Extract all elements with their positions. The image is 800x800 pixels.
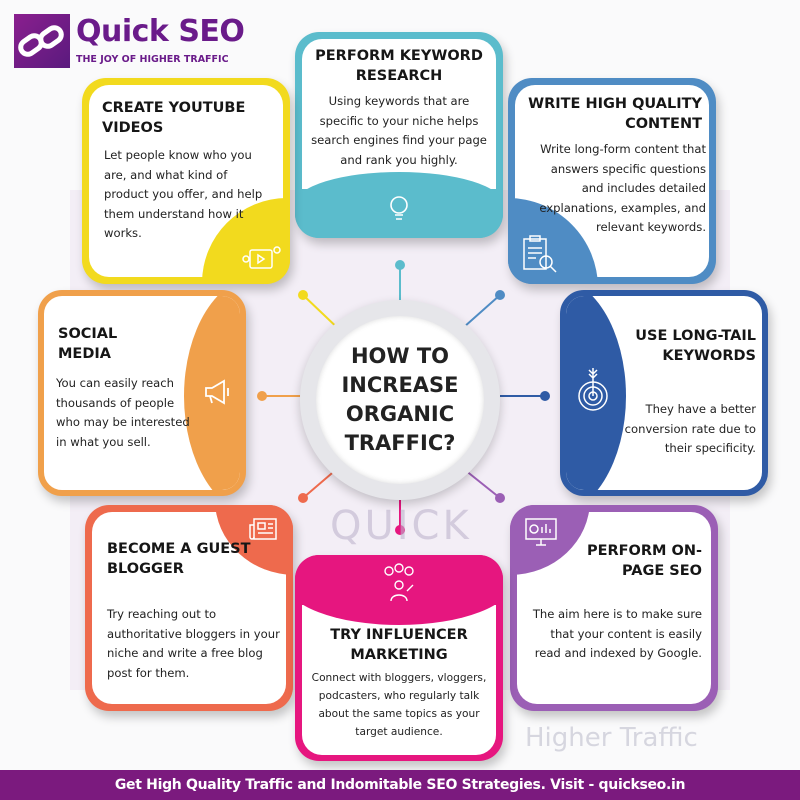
watermark-tagline: Higher Traffic	[525, 723, 698, 753]
lightbulb-icon	[390, 196, 408, 220]
card-body: Let people know who you are, and what ki…	[104, 148, 263, 240]
card-body: Connect with bloggers, vloggers, podcast…	[311, 672, 487, 738]
card-title: SOCIAL MEDIA	[58, 326, 118, 362]
card-title: USE LONG-TAIL KEYWORDS	[635, 328, 756, 364]
card-title: TRY INFLUENCER MARKETING	[330, 627, 468, 663]
logo-mark	[14, 14, 70, 68]
target-arrow-icon	[578, 368, 608, 411]
center-circle: HOW TO INCREASE ORGANIC TRAFFIC?	[300, 300, 500, 500]
brand-tagline: THE JOY OF HIGHER TRAFFIC	[76, 54, 229, 65]
center-title: HOW TO INCREASE ORGANIC TRAFFIC?	[341, 344, 459, 455]
card-keyword-research: PERFORM KEYWORD RESEARCH Using keywords …	[295, 32, 503, 238]
newspaper-icon	[249, 518, 277, 540]
card-youtube-videos: CREATE YOUTUBE VIDEOS Let people know wh…	[82, 78, 290, 284]
card-long-tail-keywords: USE LONG-TAIL KEYWORDS They have a bette…	[560, 290, 768, 496]
megaphone-icon	[205, 379, 229, 405]
card-influencer-marketing: TRY INFLUENCER MARKETING Connect with bl…	[295, 555, 503, 761]
card-body: Using keywords that are specific to your…	[311, 94, 487, 167]
card-body: Write long-form content that answers spe…	[539, 142, 706, 234]
monitor-chart-icon	[525, 518, 557, 546]
card-body: You can easily reach thousands of people…	[56, 376, 190, 449]
card-body: The aim here is to make sure that your c…	[532, 607, 702, 660]
clipboard-search-icon	[523, 235, 557, 273]
card-title: WRITE HIGH QUALITY CONTENT	[528, 96, 702, 132]
card-on-page-seo: PERFORM ON-PAGE SEO The aim here is to m…	[510, 505, 718, 711]
card-quality-content: WRITE HIGH QUALITY CONTENT Write long-fo…	[508, 78, 716, 284]
card-social-media: SOCIAL MEDIA You can easily reach thousa…	[38, 290, 246, 496]
influencer-ideas-icon	[384, 563, 414, 602]
card-title: BECOME A GUEST BLOGGER	[107, 541, 251, 577]
card-title: PERFORM ON-PAGE SEO	[586, 543, 702, 579]
card-title: PERFORM KEYWORD RESEARCH	[315, 48, 483, 84]
card-body: Try reaching out to authoritative blogge…	[107, 607, 280, 680]
card-guest-blogger: BECOME A GUEST BLOGGER Try reaching out …	[85, 505, 293, 711]
card-body: They have a better conversion rate due t…	[624, 402, 756, 455]
footer-banner: Get High Quality Traffic and Indomitable…	[0, 770, 800, 800]
card-title: CREATE YOUTUBE VIDEOS	[102, 100, 246, 136]
video-player-icon	[242, 246, 281, 269]
watermark: QUICK	[330, 503, 472, 549]
brand-name: Quick SEO	[76, 14, 245, 49]
